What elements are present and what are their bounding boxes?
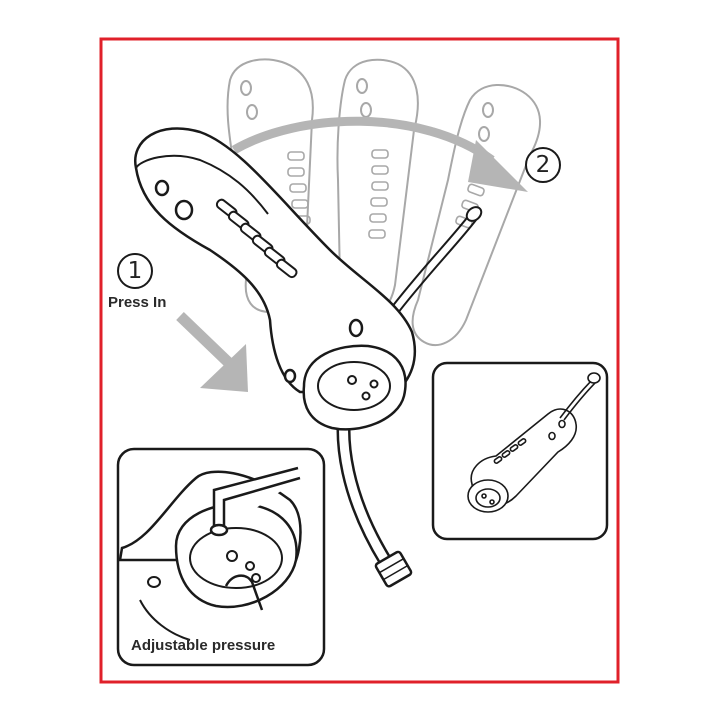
step1-circle [117, 253, 153, 289]
inset-left-tool-closeup [118, 470, 302, 641]
cable [387, 206, 483, 319]
inset-adjustable-pressure [116, 447, 326, 667]
inset-caption: Adjustable pressure [131, 637, 276, 654]
ghost-tool-right [411, 83, 542, 347]
rotate-arrow [231, 116, 528, 192]
step2-circle [525, 147, 561, 183]
step2-number: 2 [535, 152, 551, 178]
step1-label: Press In [108, 294, 167, 311]
press-arrow [176, 312, 248, 392]
step1-number: 1 [127, 258, 143, 284]
inset-tool-overview [431, 361, 609, 541]
main-tool [133, 127, 417, 431]
hex-key-icon [209, 466, 301, 537]
